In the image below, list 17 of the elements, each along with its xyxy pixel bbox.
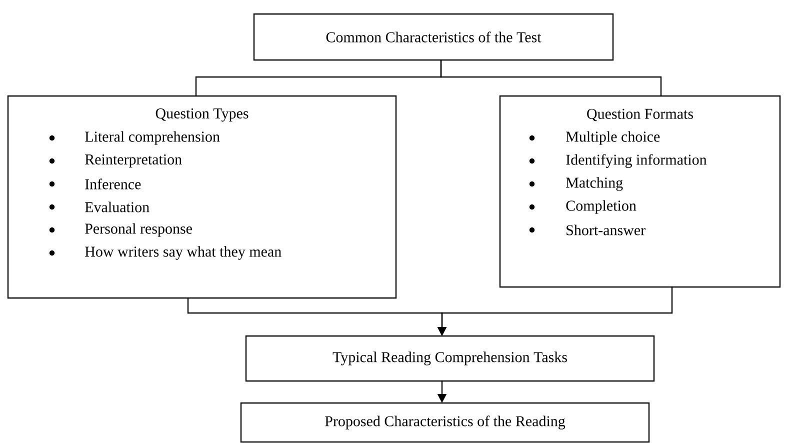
- bullet-item: How writers say what they mean: [49, 246, 282, 260]
- bullet-item: Completion: [529, 200, 636, 214]
- heading: Question Types: [156, 108, 248, 122]
- bullet-item: Multiple choice: [529, 131, 660, 145]
- bullet-item: Reinterpretation: [49, 154, 182, 168]
- text-box: Typical Reading Comprehension Tasks: [245, 335, 655, 382]
- bullet-item: Literal comprehension: [49, 131, 220, 145]
- text-box: Common Characteristics of the Test: [253, 13, 614, 61]
- bullet-item: Short-answer: [529, 224, 646, 236]
- connector: [440, 60, 662, 96]
- bullet-item: Identifying information: [529, 154, 707, 168]
- bullet-item: Evaluation: [49, 202, 150, 212]
- heading: Question Formats: [587, 108, 693, 122]
- bullet-item: Inference: [49, 178, 141, 190]
- text-box: Proposed Characteristics of the Reading: [240, 402, 650, 443]
- bullet-item: Matching: [529, 177, 623, 191]
- bullet-item: Personal response: [49, 223, 192, 237]
